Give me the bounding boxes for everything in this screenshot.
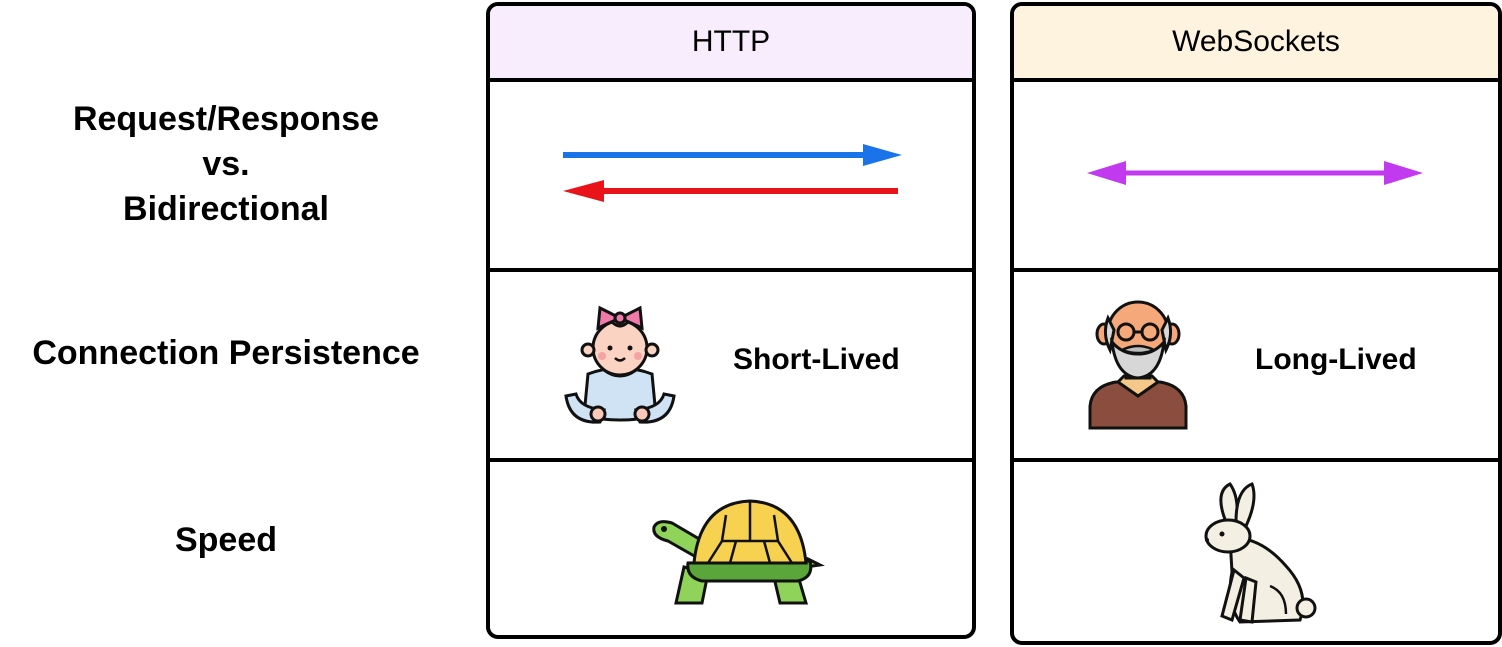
websockets-persistence-cell: Long-Lived [1014, 272, 1498, 462]
websockets-column: WebSockets [1010, 2, 1502, 645]
left-arrowhead [1087, 161, 1126, 185]
row-label-speed: Speed [174, 521, 278, 559]
http-direction-cell [490, 82, 972, 272]
request-response-arrows-icon [563, 144, 902, 202]
column-title: WebSockets [1172, 25, 1340, 58]
websockets-direction-cell [1014, 82, 1498, 272]
persistence-label: Short-Lived [733, 343, 900, 376]
persistence-label: Long-Lived [1255, 343, 1417, 376]
turtle-icon [652, 499, 825, 605]
row-label-line: vs. [202, 145, 250, 183]
column-title: HTTP [691, 25, 771, 58]
http-column: HTTP [486, 2, 976, 639]
row-label-communication: Request/Response vs. Bidirectional [0, 97, 452, 232]
bidirectional-arrow-icon [1087, 161, 1423, 185]
right-arrowhead [1384, 161, 1423, 185]
rabbit-icon [1204, 482, 1317, 624]
row-label-persistence: Connection Persistence [32, 334, 420, 372]
http-speed-cell [490, 462, 972, 635]
http-persistence-cell: Short-Lived [490, 272, 972, 462]
baby-icon [564, 305, 676, 424]
websockets-speed-cell [1014, 462, 1498, 641]
request-arrowhead [863, 144, 902, 166]
row-label-line: Request/Response [72, 100, 380, 138]
row-label-line: Bidirectional [123, 190, 329, 228]
column-header: HTTP [490, 6, 972, 82]
response-arrowhead [563, 180, 604, 202]
old-man-icon [1088, 300, 1188, 430]
column-header: WebSockets [1014, 6, 1498, 82]
